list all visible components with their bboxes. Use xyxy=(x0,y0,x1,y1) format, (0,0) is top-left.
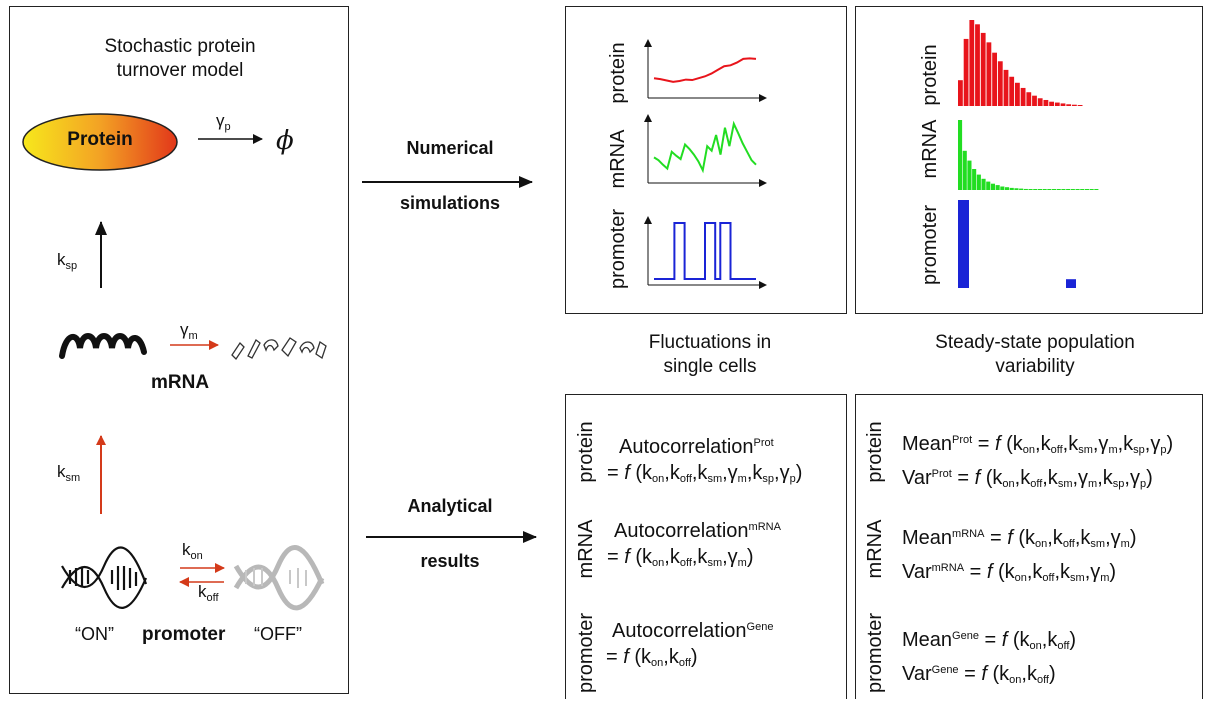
off-rate-sub: off xyxy=(206,592,219,604)
pop-axis-label-protein: protein xyxy=(864,421,886,483)
trace-axis-label-mrna: mRNA xyxy=(607,129,629,189)
population-caption-line2: variability xyxy=(995,356,1075,377)
population-protein-formula: MeanProt = f (kon,koff,ksm,γm,ksp,γp) Va… xyxy=(902,433,1174,490)
hist-axis-label-promoter: promoter xyxy=(919,204,941,286)
population-caption: Steady-state population variability xyxy=(890,331,1180,379)
translation-symbol: k xyxy=(57,250,66,269)
trace-axis-label-protein: protein xyxy=(607,42,629,104)
pop-gene-var: Var xyxy=(902,663,932,685)
analytical-results-label: Analytical results xyxy=(370,496,530,572)
pop-mrna-var-sup: mRNA xyxy=(931,562,965,574)
population-mrna-formula: MeanmRNA = f (kon,koff,ksm,γm) VarmRNA =… xyxy=(902,527,1137,584)
on-rate-sub: on xyxy=(190,550,203,562)
mrna-decay-rate: γm xyxy=(180,320,198,342)
numerical-line1: Numerical xyxy=(406,138,494,158)
single-cells-caption: Fluctuations in single cells xyxy=(600,331,820,379)
model-title-line2: turnover model xyxy=(116,60,244,81)
model-title-line1: Stochastic protein xyxy=(104,36,256,57)
protein-decay-rate: γp xyxy=(216,111,231,133)
model-title: Stochastic protein turnover model xyxy=(10,35,350,83)
pop-mrna-mean-sup: mRNA xyxy=(952,528,985,540)
translation-sub: sp xyxy=(65,260,78,272)
pop-prot-var-sup: Prot xyxy=(931,468,952,480)
ac-gene-prefix: Autocorrelation xyxy=(612,620,747,642)
on-rate: kon xyxy=(182,540,203,562)
pop-axis-label-mrna: mRNA xyxy=(864,519,886,579)
protein-decay-sub: p xyxy=(224,121,231,133)
transcription-symbol: k xyxy=(57,462,66,481)
single-cells-caption-line1: Fluctuations in xyxy=(648,332,772,353)
histograms-panel xyxy=(855,6,1203,314)
analytical-line1: Analytical xyxy=(407,496,493,516)
pop-prot-mean-sup: Prot xyxy=(952,434,973,446)
single-cells-caption-line2: single cells xyxy=(663,356,757,377)
sc-axis-label-promoter: promoter xyxy=(575,612,597,694)
ac-mrna-sup: mRNA xyxy=(748,521,781,533)
trace-axis-label-promoter: promoter xyxy=(607,208,629,290)
mrna-decay-symbol: γ xyxy=(180,320,189,339)
protein-decay-symbol: γ xyxy=(216,111,225,130)
promoter-label: promoter xyxy=(142,624,226,645)
pop-mrna-var: Var xyxy=(902,561,932,583)
sc-axis-label-protein: protein xyxy=(575,421,597,483)
off-rate: koff xyxy=(198,582,219,604)
model-panel: Stochastic protein turnover model xyxy=(9,6,349,694)
on-rate-symbol: k xyxy=(182,540,191,559)
mrna-label: mRNA xyxy=(151,372,210,393)
ac-gene-sup: Gene xyxy=(746,621,774,633)
ac-mrna-prefix: Autocorrelation xyxy=(614,520,749,542)
protein-label: Protein xyxy=(67,129,133,150)
pop-mrna-mean: Mean xyxy=(902,527,953,549)
pop-gene-var-sup: Gene xyxy=(931,664,959,676)
analytical-line2: results xyxy=(420,551,480,571)
hist-axis-label-mrna: mRNA xyxy=(919,119,941,179)
on-state-label: “ON” xyxy=(75,624,114,644)
population-caption-line1: Steady-state population xyxy=(935,332,1135,353)
pop-gene-mean-sup: Gene xyxy=(952,630,979,642)
translation-rate: ksp xyxy=(57,250,77,272)
ac-prot-prefix: Autocorrelation xyxy=(619,436,754,458)
single-cell-formulas-panel xyxy=(565,394,847,699)
pop-prot-var: Var xyxy=(902,467,932,489)
population-gene-formula: MeanGene = f (kon,koff) VarGene = f (kon… xyxy=(902,629,1077,686)
off-state-label: “OFF” xyxy=(254,624,302,644)
pop-gene-mean: Mean xyxy=(902,629,953,651)
ac-prot-sup: Prot xyxy=(753,437,774,449)
numerical-simulations-label: Numerical simulations xyxy=(370,138,530,214)
transcription-sub: sm xyxy=(65,472,81,484)
pop-prot-mean: Mean xyxy=(902,433,953,455)
autocorrelation-protein-formula: AutocorrelationProt = f (kon,koff,ksm,γm… xyxy=(607,436,803,485)
sc-axis-label-mrna: mRNA xyxy=(575,519,597,579)
autocorrelation-gene-formula: AutocorrelationGene = f (kon,koff) xyxy=(606,620,774,669)
null-symbol: ϕ xyxy=(276,126,294,156)
off-rate-symbol: k xyxy=(198,582,207,601)
mrna-decay-sub: m xyxy=(188,330,198,342)
transcription-rate: ksm xyxy=(57,462,80,484)
population-formulas-panel xyxy=(855,394,1203,699)
pop-axis-label-promoter: promoter xyxy=(864,612,886,694)
numerical-line2: simulations xyxy=(399,193,501,213)
autocorrelation-mrna-formula: AutocorrelationmRNA = f (kon,koff,ksm,γm… xyxy=(607,520,781,569)
